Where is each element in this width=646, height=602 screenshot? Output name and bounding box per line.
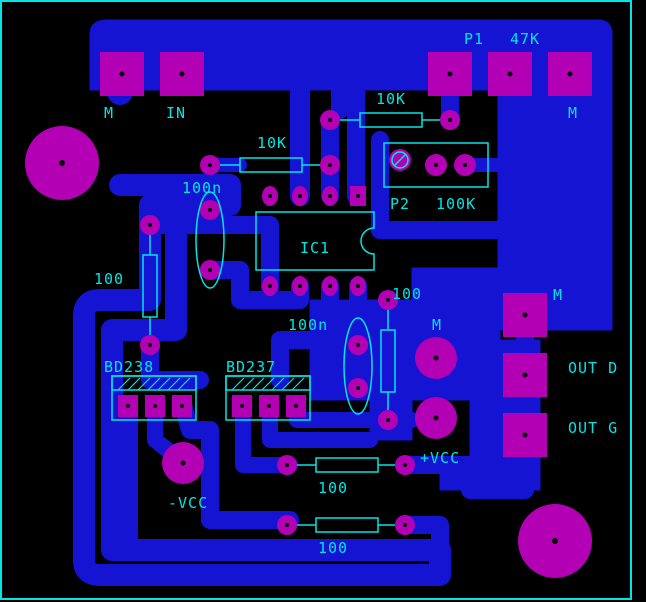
board-outline (0, 0, 632, 600)
label-p2: P2 (390, 195, 410, 213)
label-100-bottom1: 100 (318, 479, 348, 497)
label-plus-vcc: +VCC (420, 449, 460, 467)
label-m-right: M (568, 104, 578, 122)
resistor-100-bottom2 (315, 517, 379, 533)
label-m-out: M (553, 286, 563, 304)
label-p1: P1 (464, 30, 484, 48)
resistor-100-bottom1 (315, 457, 379, 473)
label-100-bottom2: 100 (318, 539, 348, 557)
transistor-hatching (117, 377, 305, 391)
label-p2-value: 100K (436, 195, 476, 213)
label-10k-upper: 10K (376, 90, 406, 108)
label-100n-lower: 100n (288, 316, 328, 334)
label-100-left: 100 (94, 270, 124, 288)
label-out-g: OUT G (568, 419, 618, 437)
resistor-10k-upper (359, 112, 423, 128)
p2-trimmer-outline (383, 142, 489, 188)
label-in: IN (166, 104, 186, 122)
label-100-right: 100 (392, 285, 422, 303)
label-bd237: BD237 (226, 358, 276, 376)
label-p1-value: 47K (510, 30, 540, 48)
label-minus-vcc: -VCC (168, 494, 208, 512)
label-m-center: M (432, 316, 442, 334)
drill-holes (59, 71, 573, 544)
silkscreen-layer (111, 112, 489, 533)
capacitor-100n-lower (343, 317, 373, 415)
capacitor-100n-upper (195, 191, 225, 289)
label-bd238: BD238 (104, 358, 154, 376)
label-100n-upper: 100n (182, 179, 222, 197)
label-ic1: IC1 (300, 239, 330, 257)
label-10k-lower: 10K (257, 134, 287, 152)
ic1-body (255, 211, 375, 271)
label-out-d: OUT D (568, 359, 618, 377)
silkscreen-text: M IN P1 47K M 10K 10K 100n P2 100K IC1 1… (94, 30, 618, 557)
label-m-left: M (104, 104, 114, 122)
